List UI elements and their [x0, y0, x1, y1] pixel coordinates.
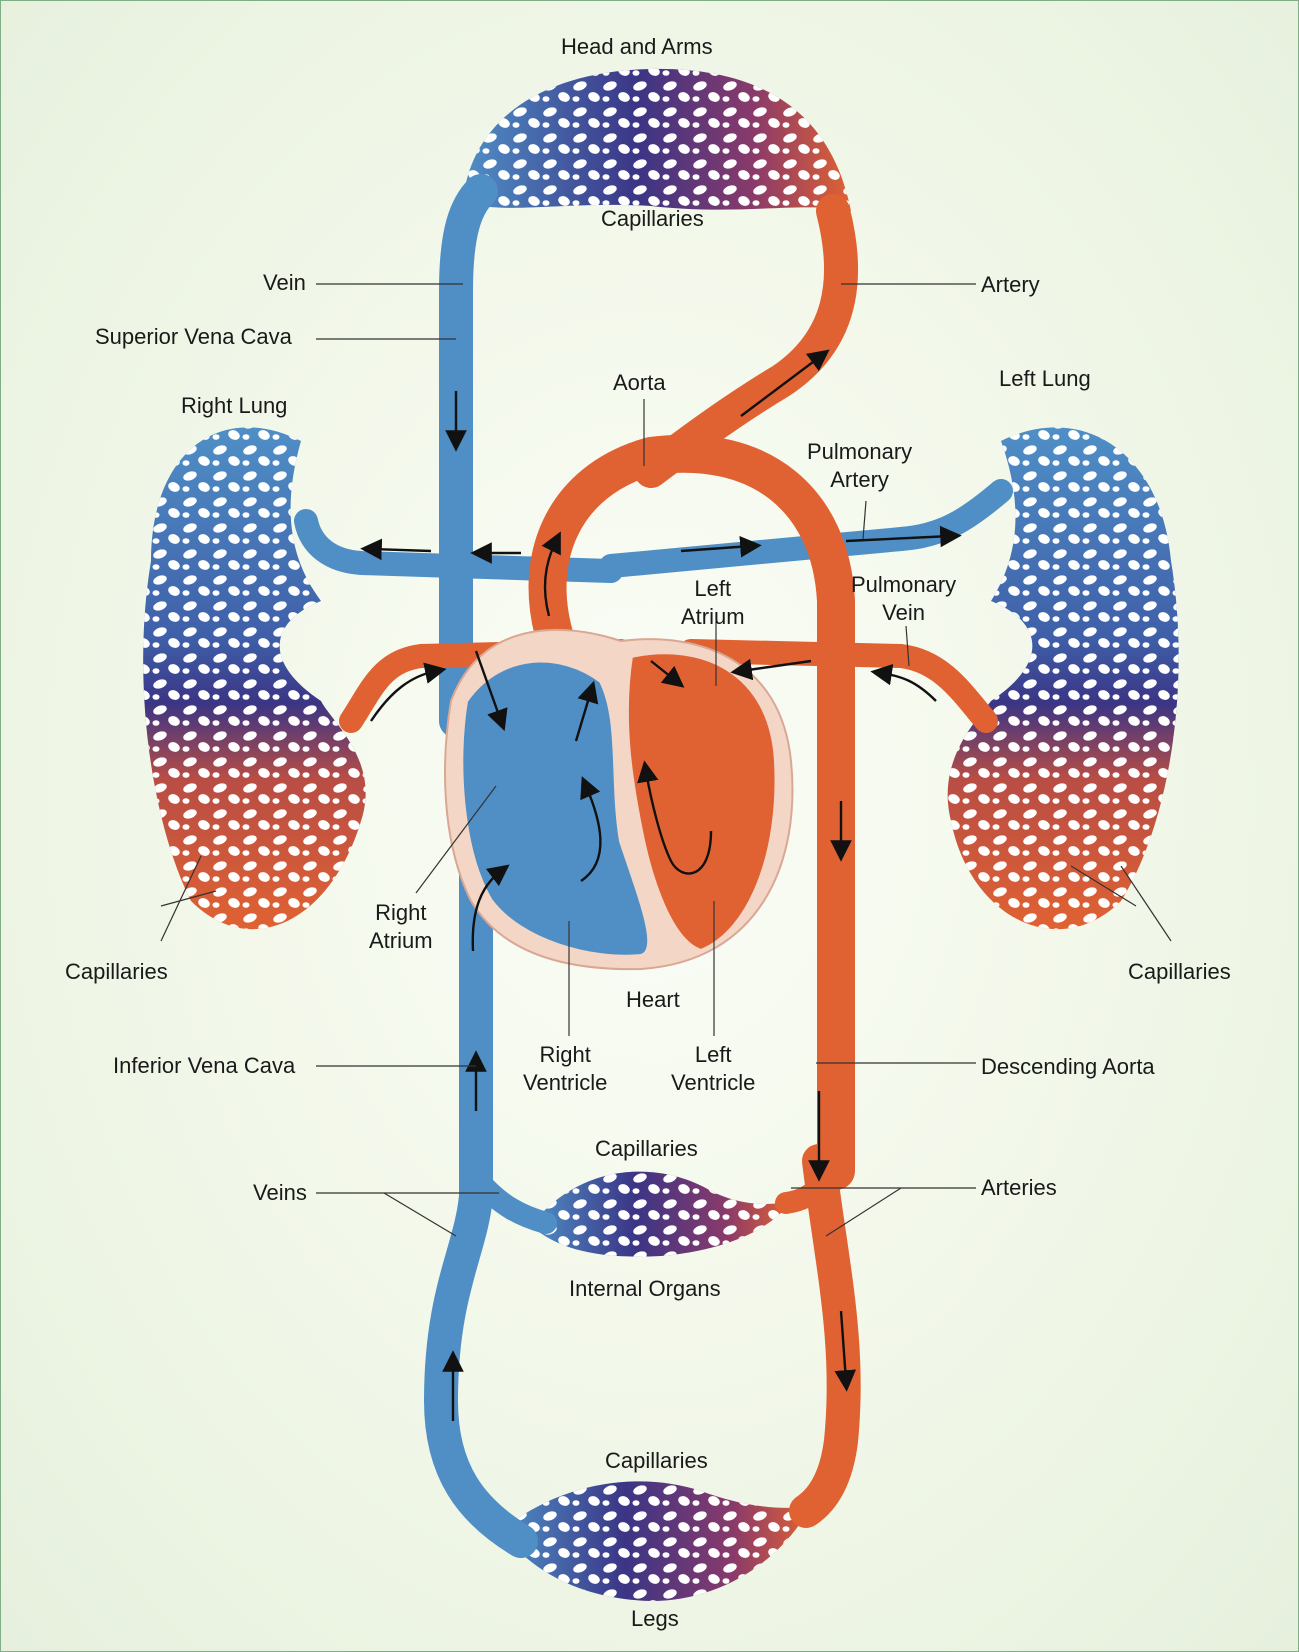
label-capillaries-internal: Capillaries — [595, 1135, 698, 1163]
label-pulmonary-artery: Pulmonary Artery — [807, 438, 912, 494]
label-vein: Vein — [263, 269, 306, 297]
legs-capillary-bed — [501, 1481, 811, 1601]
head-capillary-bed — [463, 69, 851, 211]
label-arteries: Arteries — [981, 1174, 1057, 1202]
label-legs: Legs — [631, 1605, 679, 1633]
label-aorta: Aorta — [613, 369, 666, 397]
label-artery: Artery — [981, 271, 1040, 299]
label-right-lung: Right Lung — [181, 392, 287, 420]
leader-veins-2 — [384, 1193, 456, 1236]
label-heart: Heart — [626, 986, 680, 1014]
label-right-ventricle: Right Ventricle — [523, 1041, 607, 1097]
heart — [445, 630, 792, 969]
label-capillaries-left-lung: Capillaries — [1128, 958, 1231, 986]
label-descending-aorta: Descending Aorta — [981, 1053, 1155, 1081]
descending-aorta-legs — [806, 1161, 844, 1511]
label-capillaries-right-lung: Capillaries — [65, 958, 168, 986]
label-head-and-arms: Head and Arms — [561, 33, 713, 61]
internal-organs-capillary-bed — [531, 1172, 791, 1257]
label-left-lung: Left Lung — [999, 365, 1091, 393]
leader-capillaries-left-lung-1 — [1121, 866, 1171, 941]
label-capillaries-legs: Capillaries — [605, 1447, 708, 1475]
label-right-atrium: Right Atrium — [369, 899, 433, 955]
superior-vena-cava — [456, 191, 481, 721]
label-capillaries-head: Capillaries — [601, 205, 704, 233]
label-superior-vena-cava: Superior Vena Cava — [95, 323, 292, 351]
right-lung-capillary-bed — [143, 427, 366, 929]
label-left-ventricle: Left Ventricle — [671, 1041, 755, 1097]
arrow-pa-right — [371, 549, 431, 551]
label-veins: Veins — [253, 1179, 307, 1207]
label-left-atrium: Left Atrium — [681, 575, 745, 631]
artery-to-head — [651, 211, 841, 471]
label-pulmonary-vein: Pulmonary Vein — [851, 571, 956, 627]
label-inferior-vena-cava: Inferior Vena Cava — [113, 1052, 295, 1080]
label-internal-organs: Internal Organs — [569, 1275, 721, 1303]
artery-to-internal-organs — [786, 1181, 826, 1203]
